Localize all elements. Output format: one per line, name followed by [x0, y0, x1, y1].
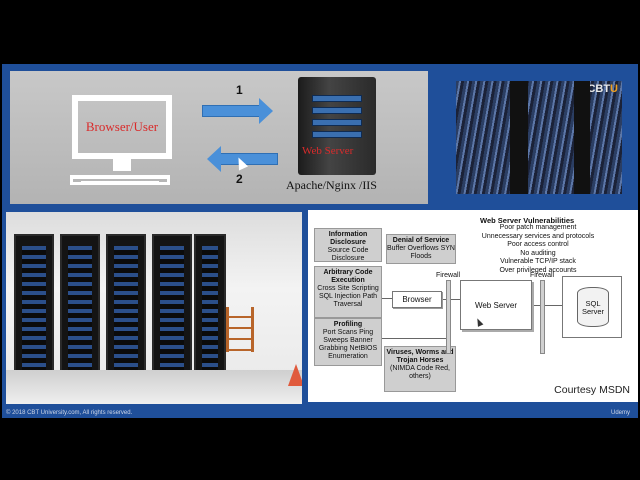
request-number: 1: [236, 83, 243, 97]
web-server-label: Web Server: [302, 145, 354, 157]
server-room-photo: [6, 212, 302, 404]
monitor-icon: [72, 95, 172, 159]
firewall-left-label: Firewall: [436, 272, 461, 279]
cone-image: [288, 364, 302, 386]
vulnerabilities-title: Web Server Vulnerabilities: [480, 216, 575, 225]
courtesy-credit: Courtesy MSDN: [554, 384, 630, 396]
database-icon: SQL Server: [577, 287, 609, 327]
vulnerability-diagram: Web Server Vulnerabilities Poor patch ma…: [308, 210, 638, 402]
firewall-left: [446, 280, 451, 354]
response-arrow-icon: [207, 146, 278, 172]
firewall-right: [540, 280, 545, 354]
firewall-right-label: Firewall: [530, 272, 555, 279]
copyright-text: © 2018 CBT University.com, All rights re…: [6, 410, 133, 416]
response-number: 2: [236, 172, 243, 186]
monitor-stand-icon: [113, 159, 131, 171]
slide-stage: Browser/User 1 2 Web Server Apache/Nginx…: [2, 64, 638, 418]
browser-user-label: Browser/User: [85, 119, 159, 134]
brand-logo: CBTU: [587, 83, 618, 95]
vulnerabilities-list: Poor patch management Unnecessary servic…: [481, 224, 595, 274]
network-cables-photo: CBTU: [456, 81, 622, 194]
browser-node: Browser: [392, 291, 442, 308]
server-icon: [298, 77, 376, 175]
request-arrow-icon: [202, 98, 273, 124]
ladder-image: [226, 307, 254, 352]
keyboard-icon: [70, 175, 170, 185]
udemy-watermark: Udemy: [610, 410, 630, 416]
web-server-node: Web Server: [460, 280, 532, 330]
viruses-box: Viruses, Worms and Trojan Horses(NIMDA C…: [384, 346, 456, 392]
server-software-label: Apache/Nginx /IIS: [286, 178, 377, 192]
client-server-diagram: Browser/User 1 2 Web Server Apache/Nginx…: [10, 71, 428, 204]
sql-server-node: SQL Server: [562, 276, 622, 338]
